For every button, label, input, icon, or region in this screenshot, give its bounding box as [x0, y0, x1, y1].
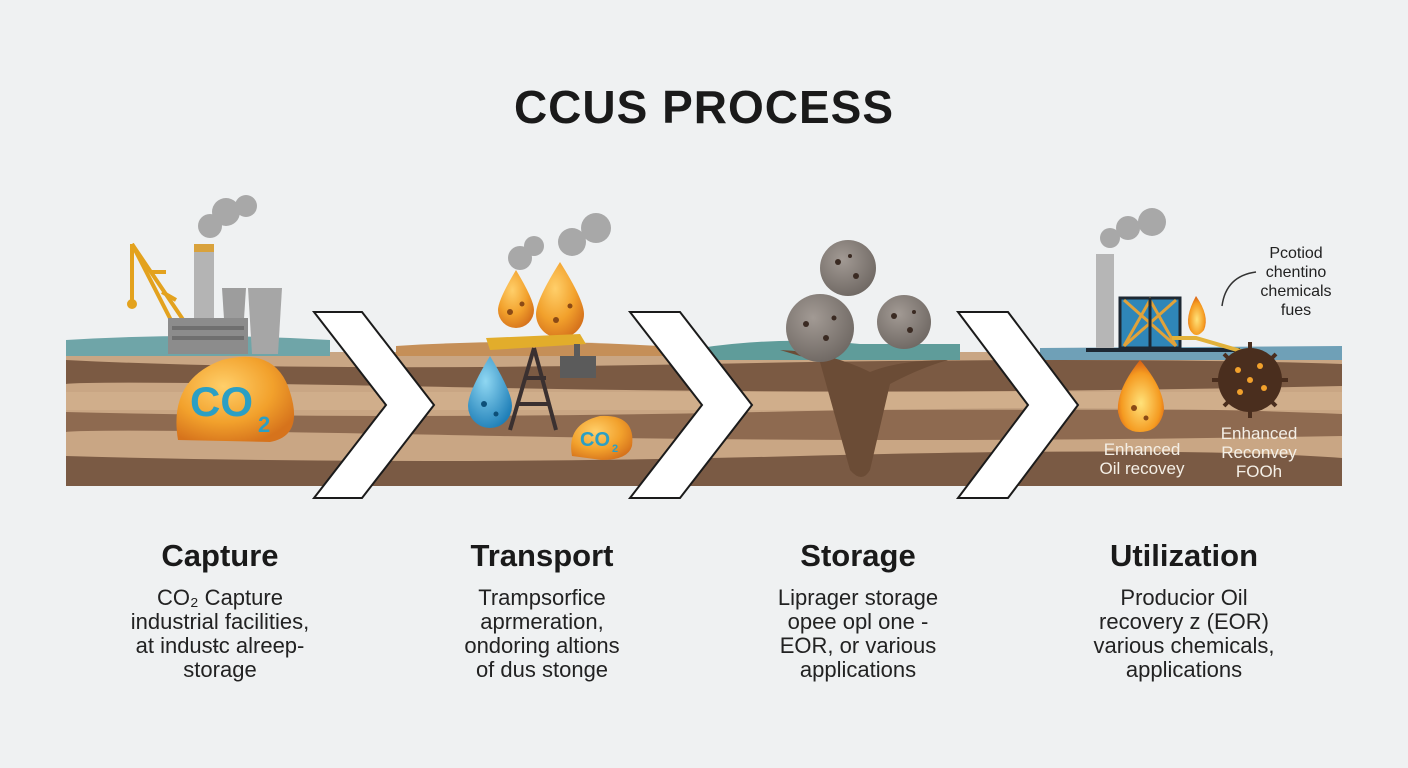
stage-desc-utilization: Producior Oil recovery z (EOR) various c…	[1054, 586, 1314, 682]
water-drop-icon	[468, 356, 512, 428]
callout-line: chemicals	[1260, 283, 1332, 300]
desc-line: of dus stonge	[475, 657, 609, 682]
transport-scene: CO 2	[468, 213, 633, 460]
desc-line: applications	[799, 657, 917, 682]
stage-title-utilization: Utilization	[1109, 538, 1259, 573]
smoke-icon	[198, 195, 257, 238]
chevron-right-icon	[311, 311, 436, 499]
co2-subscript: 2	[612, 443, 618, 455]
desc-line: various chemicals,	[1093, 633, 1275, 658]
rock-icon	[820, 240, 876, 296]
desc-line: Producior Oil	[1120, 585, 1248, 610]
co2-label: CO	[580, 429, 610, 451]
callout-leader-line	[1221, 271, 1257, 307]
desc-line: Trampsorfice	[478, 585, 606, 610]
desc-line: EOR, or various	[779, 633, 937, 658]
label-line: Reconvey	[1221, 443, 1297, 462]
stage-title-storage: Storage	[800, 538, 916, 573]
pump-jack-icon	[508, 347, 558, 431]
utilization-callout: Pcotiod chentino chemicals fues	[1248, 244, 1344, 320]
co2-subscript: 2	[258, 412, 270, 437]
chevron-right-icon	[955, 311, 1080, 499]
callout-line: fues	[1280, 302, 1312, 319]
flame-icon	[1117, 360, 1164, 432]
molecule-sphere-icon	[1212, 342, 1288, 418]
callout-line: Pcotiod	[1269, 245, 1323, 262]
utilization-label-left: Enhanced Oil recovey	[1086, 440, 1198, 478]
label-line: FOOh	[1235, 462, 1283, 481]
utilization-label-right: Enhanced Reconvey FOOh	[1204, 424, 1314, 481]
callout-line: chentino	[1265, 264, 1327, 281]
desc-line: industrial facilities,	[130, 609, 310, 634]
stage-desc-transport: Trampsorfice aprmeration, ondoring altio…	[412, 586, 672, 682]
desc-line: CO₂ Capture	[157, 585, 283, 610]
stage-desc-capture: CO₂ Capture industrial facilities, at in…	[90, 586, 350, 682]
desc-line: opee opl one -	[787, 609, 929, 634]
desc-line: at indusŧc alreep-	[135, 633, 305, 658]
desc-line: storage	[183, 657, 257, 682]
oil-drop-icon	[536, 262, 584, 338]
co2-label: CO	[190, 378, 253, 425]
rock-icon	[786, 294, 854, 362]
desc-line: ondoring altions	[464, 633, 620, 658]
stage-title-transport: Transport	[470, 538, 614, 573]
oil-drop-icon	[498, 270, 534, 328]
stage-desc-storage: Liprager storage opee opl one - EOR, or …	[728, 586, 988, 682]
rock-icon	[877, 295, 931, 349]
stage-title-capture: Capture	[161, 538, 279, 573]
desc-line: applications	[1125, 657, 1243, 682]
refinery-icon	[1118, 296, 1182, 350]
desc-line: aprmeration,	[480, 609, 604, 634]
label-line: Enhanced	[1103, 440, 1181, 459]
label-line: Oil recovey	[1099, 459, 1185, 478]
chevron-right-icon	[627, 311, 754, 499]
flame-icon	[1188, 296, 1206, 335]
storage-scene	[780, 240, 948, 477]
page-title: CCUS PROCESS	[513, 81, 895, 133]
factory-icon	[168, 244, 282, 354]
crane-icon	[130, 242, 188, 331]
co2-cloud-icon: CO 2	[571, 415, 633, 460]
desc-line: Liprager storage	[777, 585, 939, 610]
utilization-scene	[1086, 208, 1288, 432]
label-line: Enhanced	[1220, 424, 1298, 443]
smoke-icon	[508, 213, 611, 270]
co2-cloud-icon: CO 2	[176, 356, 295, 442]
chimney-icon	[1096, 254, 1114, 348]
smoke-icon	[1100, 208, 1166, 248]
fault-crevice	[780, 350, 948, 477]
capture-scene: CO 2	[127, 195, 295, 442]
desc-line: recovery z (EOR)	[1099, 609, 1269, 634]
